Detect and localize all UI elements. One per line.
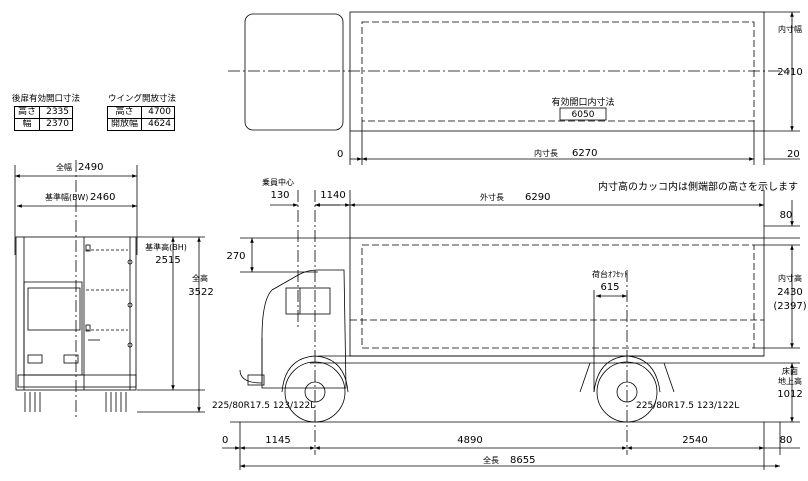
inner-height-label: 内寸高 — [778, 273, 802, 283]
side-view-inner-box — [361, 244, 755, 349]
rear-extra-value: 80 — [780, 435, 793, 446]
outer-length-label: 外寸長 — [480, 192, 504, 202]
rear-opening-width-label: 幅 — [13, 118, 41, 131]
inner-width-value: 2410 — [777, 67, 802, 78]
top-right-offset: 20 — [787, 149, 800, 160]
base-height-label: 基準高(BH) — [145, 242, 187, 252]
overall-height-label: 全高 — [192, 273, 208, 283]
top-view — [228, 11, 800, 165]
inner-height-note: 内寸高のカッコ内は側端部の高さを示します — [598, 180, 798, 193]
top-view-cab — [244, 13, 344, 131]
overall-width-label: 全幅 — [56, 162, 72, 172]
rear-opening-title: 後扉有効開口寸法 — [12, 94, 81, 104]
outer-length-value: 6290 — [525, 192, 550, 203]
rear-tire-spec: 225/80R17.5 123/122L — [636, 401, 739, 411]
overall-length-label: 全長 — [483, 455, 499, 465]
rear-opening-width-value: 2370 — [39, 118, 74, 131]
effective-opening-value: 6050 — [572, 110, 595, 120]
wheelbase-value: 4890 — [457, 435, 482, 446]
front-body — [15, 236, 137, 391]
wing-opening-title: ウイング開放寸法 — [108, 94, 177, 104]
front-zero-value: 0 — [222, 435, 228, 446]
occupant-center-label: 乗員中心 — [262, 177, 294, 187]
table-row: 開放幅 4624 — [106, 118, 176, 131]
cab-gap-value: 1140 — [320, 190, 345, 201]
inner-length-value: 6270 — [572, 148, 597, 159]
base-width-label: 基準幅(BW) — [45, 192, 88, 202]
top-view-body — [349, 11, 765, 132]
floor-height-value: 1012 — [777, 389, 802, 400]
overall-width-value: 2490 — [78, 162, 103, 173]
roof-dimension-value: 270 — [226, 251, 245, 262]
floor-height-label-1: 床面 — [782, 366, 798, 376]
effective-opening-box — [559, 107, 607, 121]
top-left-offset: 0 — [337, 149, 343, 160]
occupant-center-value: 130 — [270, 190, 289, 201]
overall-length-value: 8655 — [510, 455, 535, 466]
rear-overhang-value: 2540 — [682, 435, 707, 446]
overall-height-value: 3522 — [188, 287, 213, 298]
top-view-inner-box — [361, 21, 755, 122]
base-height-value: 2515 — [155, 255, 180, 266]
wing-opening-width-label: 開放幅 — [106, 118, 143, 131]
inner-length-label: 内寸長 — [534, 148, 558, 158]
base-width-value: 2460 — [90, 192, 115, 203]
inner-width-label: 内寸幅 — [778, 24, 802, 34]
table-row: 幅 2370 — [13, 118, 74, 131]
wing-opening-width-value: 4624 — [141, 118, 176, 131]
front-tire-spec: 225/80R17.5 123/122L — [212, 401, 315, 411]
front-view — [14, 160, 205, 420]
deck-offset-value: 615 — [600, 282, 619, 293]
front-overhang-value: 1145 — [265, 435, 290, 446]
side-view-cab — [261, 269, 347, 389]
effective-opening-label: 有効開口内寸法 — [551, 96, 614, 108]
inner-height-value: 2430 — [777, 287, 802, 298]
deck-offset-label: 荷台ｵﾌｾｯﾄ — [592, 269, 628, 279]
wing-opening-table: 高さ 4700 開放幅 4624 — [106, 106, 176, 131]
inner-height-side-value: (2397) — [773, 301, 806, 312]
floor-height-label-2: 地上高 — [778, 376, 802, 386]
top-offset-value: 80 — [780, 210, 793, 221]
rear-opening-table: 高さ 2335 幅 2370 — [13, 106, 74, 131]
side-view-body — [349, 237, 765, 357]
side-view — [222, 190, 800, 470]
